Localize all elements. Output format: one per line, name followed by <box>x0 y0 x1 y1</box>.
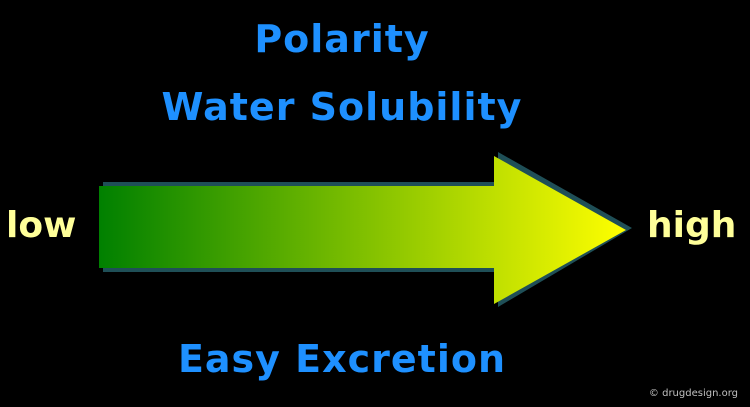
low-label: low <box>6 205 77 246</box>
title-polarity: Polarity <box>254 17 430 61</box>
arrow-body <box>99 156 626 304</box>
title-water-solubility: Water Solubility <box>161 85 523 129</box>
easy-excretion-label: Easy Excretion <box>177 337 507 381</box>
high-label: high <box>647 205 737 246</box>
copyright-notice: © drugdesign.org <box>648 388 738 399</box>
